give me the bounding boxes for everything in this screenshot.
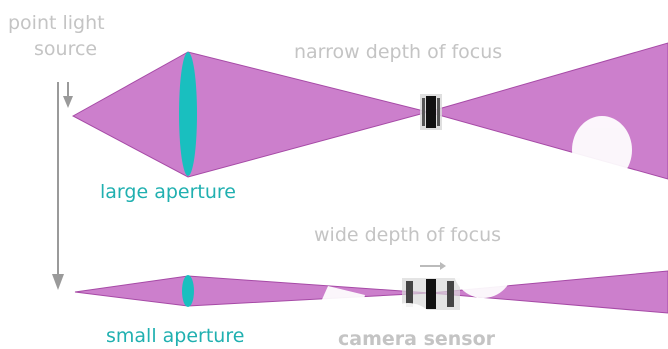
large-aperture-diverging-beam xyxy=(428,43,668,179)
large-aperture-lens xyxy=(179,52,197,176)
camera-sensor-icon xyxy=(420,94,442,130)
camera-sensor-label: camera sensor xyxy=(338,328,496,349)
large-aperture-label: large aperture xyxy=(100,181,236,203)
small-aperture-converging-beam xyxy=(75,276,430,306)
wide-depth-of-focus-label: wide depth of focus xyxy=(314,224,501,246)
narrow-depth-of-focus-label: narrow depth of focus xyxy=(294,41,502,63)
small-aperture-lens xyxy=(182,275,194,307)
source-label-line2: source xyxy=(34,38,97,60)
camera-sensors-icon xyxy=(402,262,460,310)
small-aperture-label: small aperture xyxy=(106,325,244,347)
source-axis xyxy=(52,82,73,290)
large-aperture-converging-beam xyxy=(73,52,428,177)
source-label-line1: point light xyxy=(8,12,105,34)
